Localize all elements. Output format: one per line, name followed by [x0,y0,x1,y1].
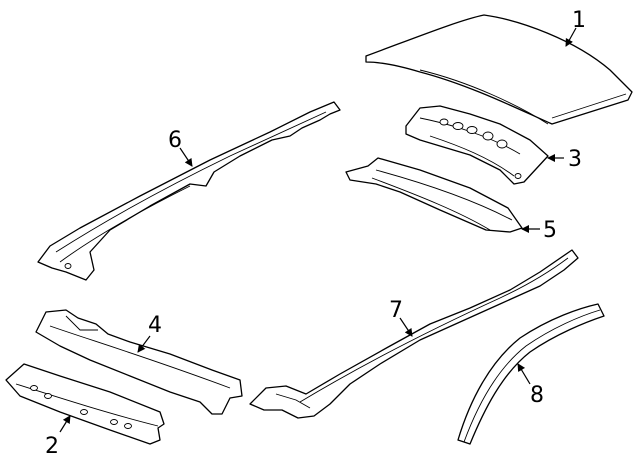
callout-5-label: 5 [543,218,557,243]
part-5-roof-bow[interactable] [345,157,523,233]
part-6-left-side-rail[interactable] [37,101,341,281]
part-4-windshield-header[interactable] [35,309,243,415]
leader-7 [399,317,413,337]
callout-labels: 1 2 3 4 5 6 7 8 [45,8,586,459]
leader-4 [137,335,151,353]
part-2-front-header-panel[interactable] [5,363,165,445]
callout-4-label: 4 [148,313,162,338]
leader-6 [179,147,193,167]
leader-1 [565,27,577,47]
callout-3-label: 3 [568,147,582,172]
part-3-rear-header[interactable] [405,105,549,185]
part-8-pillar-trim[interactable] [457,303,605,445]
callout-7-label: 7 [389,298,403,323]
callout-8-label: 8 [530,383,544,408]
callout-1-label: 1 [572,8,586,33]
part-7-right-side-rail[interactable] [249,249,579,419]
leader-8 [517,363,531,385]
callout-6-label: 6 [168,128,182,153]
callout-2-label: 2 [45,434,59,459]
leader-2 [59,415,71,433]
callout-leaders [59,27,577,433]
part-1-roof-panel[interactable] [365,14,633,125]
